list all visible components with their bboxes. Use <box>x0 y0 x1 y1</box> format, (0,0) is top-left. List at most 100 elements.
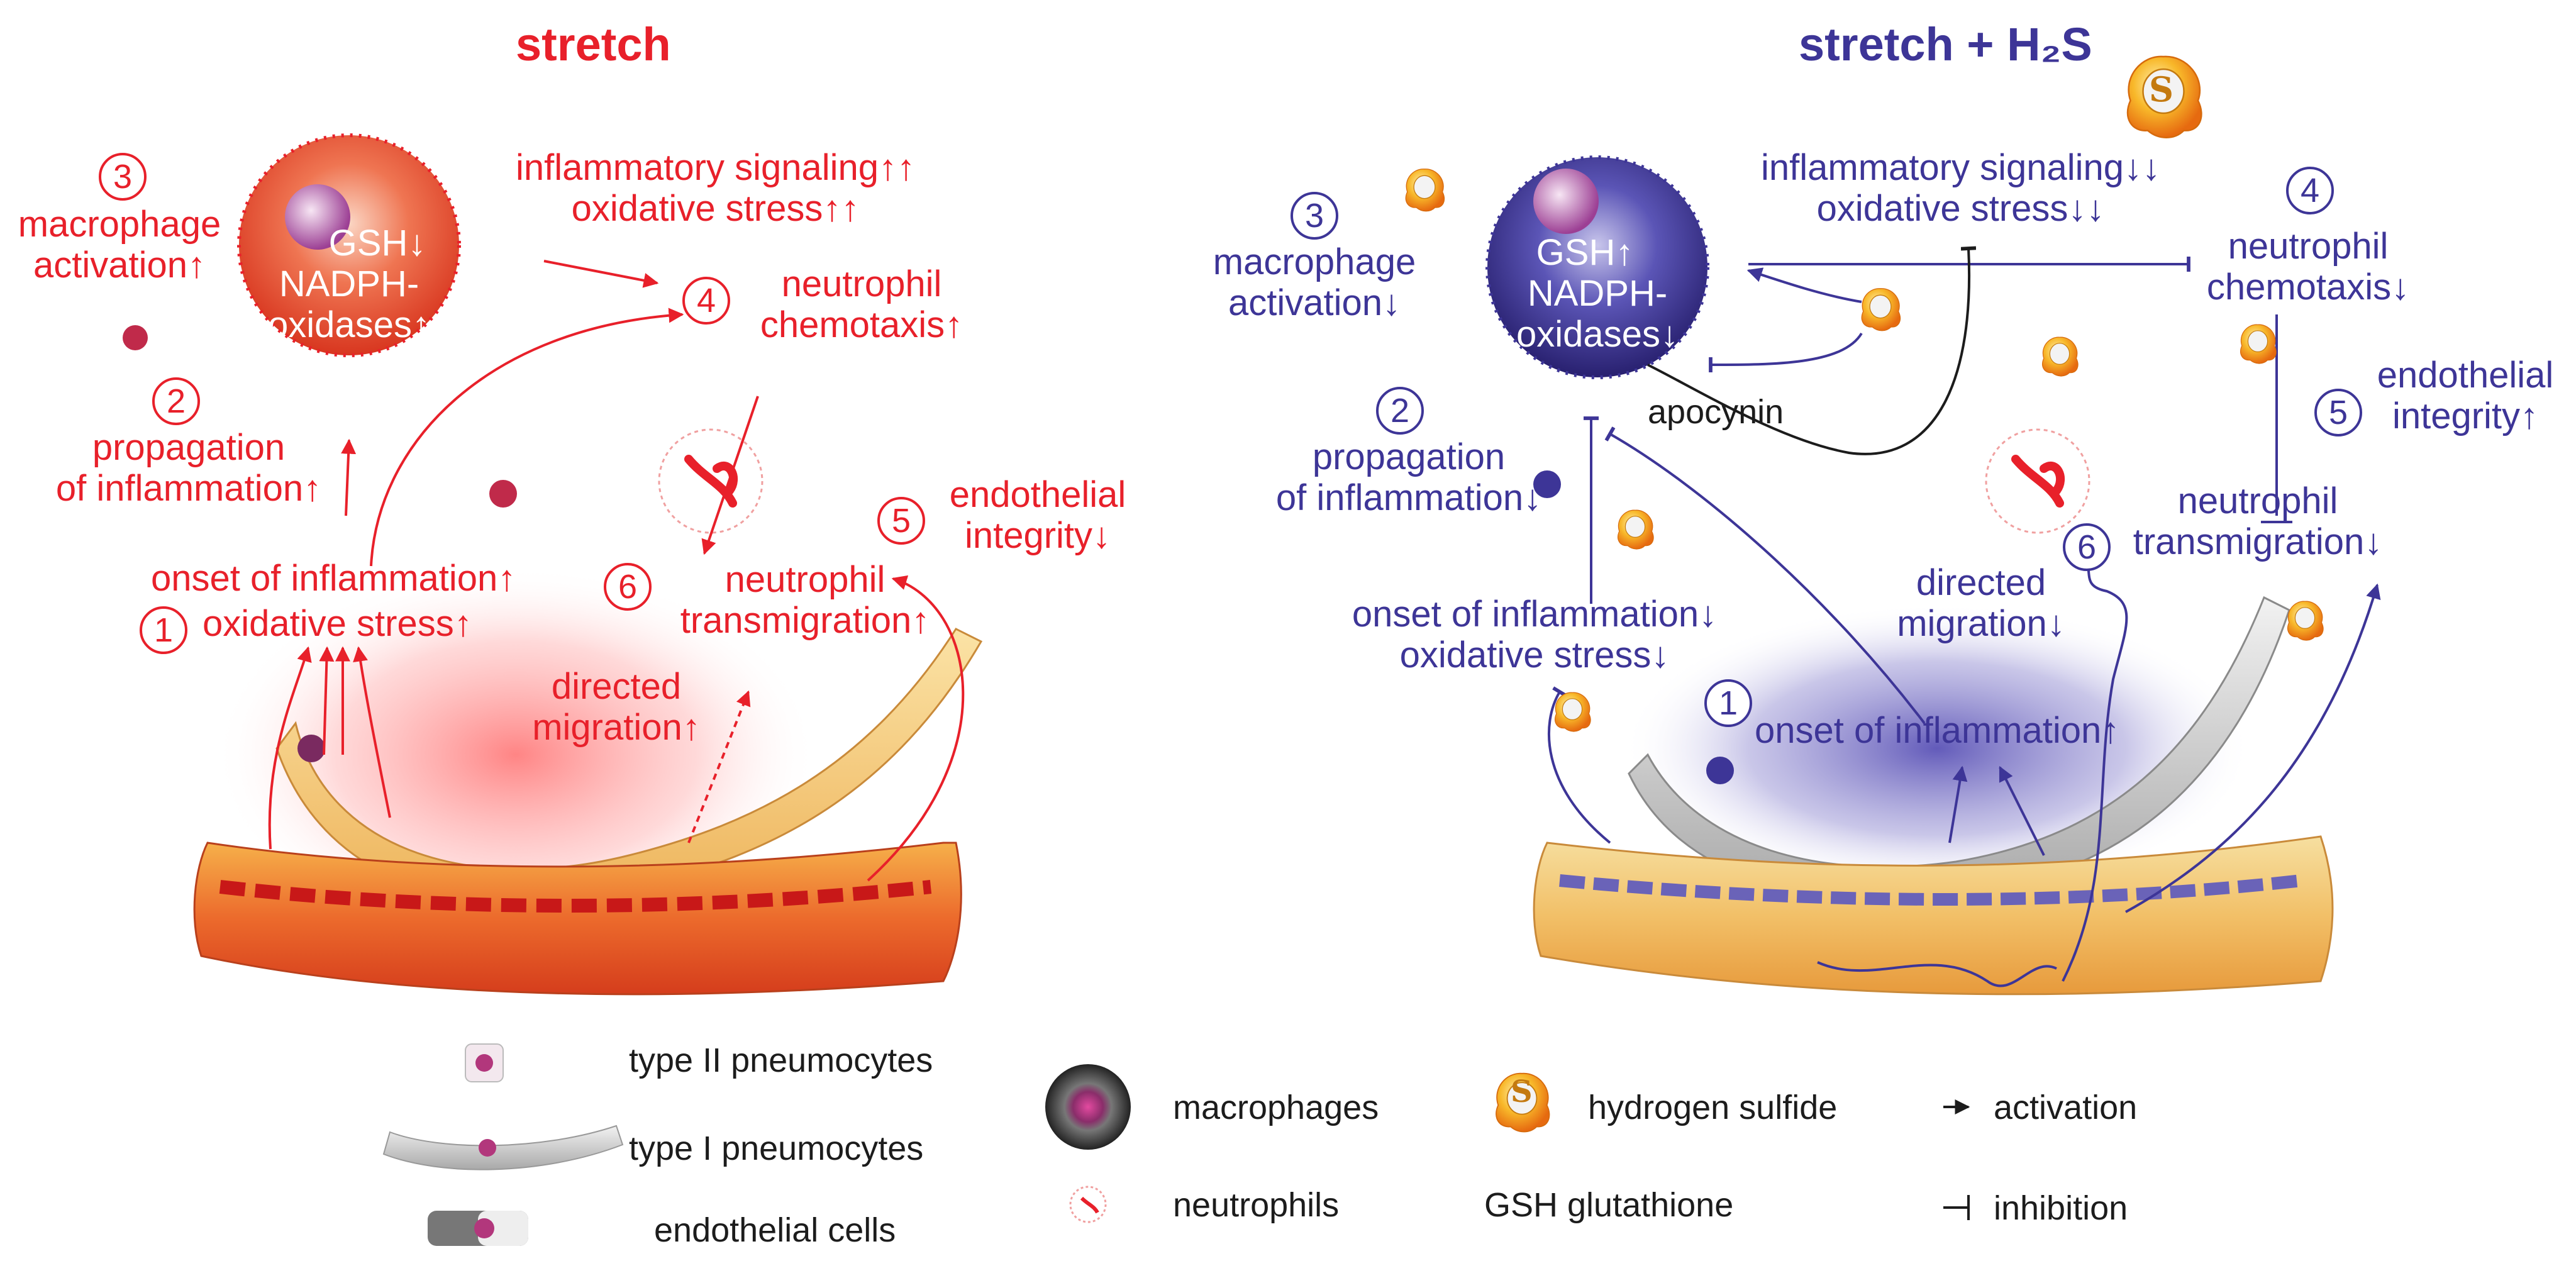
right-oxidative-stress-label: oxidative stress↓ <box>1399 634 1670 675</box>
left-inflammatory-signaling: inflammatory signaling↑↑ <box>516 147 916 188</box>
left-neutrophil-chemo: neutrophil <box>781 264 942 304</box>
left-cell-gsh: GSH↓ <box>328 223 426 264</box>
right-step-4: 4 <box>2286 167 2334 214</box>
legend-h2s-label: hydrogen sulfide <box>1588 1089 1838 1126</box>
legend-gsh-label: GSH glutathione <box>1484 1186 1734 1224</box>
right-directed-arrow-1 <box>1948 765 1968 843</box>
right-hydrogen-sulfide-8 <box>2287 601 2324 641</box>
right-inflammatory-signaling: inflammatory signaling↓↓ <box>1761 147 2161 188</box>
right-apocynin-links <box>1647 246 1977 455</box>
right-propagation-label: propagation <box>1312 436 1506 477</box>
left-oxidative-stress-label: oxidative stress↑ <box>203 603 472 644</box>
right-inflammatory-text: inflammatory signaling↓↓ oxidative stres… <box>1761 147 2161 230</box>
legend-inhibition-symbol <box>1943 1195 1970 1220</box>
left-migration-label: migration↑ <box>532 706 701 748</box>
right-integrity-text: endothelial integrity↑ <box>2365 355 2566 437</box>
legend-endothelial-nucleus <box>474 1218 494 1238</box>
left-propagation-text: propagation of inflammation↑ <box>50 427 327 509</box>
left-cell-nadph: NADPH- <box>279 263 419 304</box>
left-cell-text: GSH↓ NADPH- oxidases↑ <box>245 223 453 346</box>
legend-inhibition-label: inhibition <box>1994 1189 2128 1227</box>
left-neutrophil-trans: neutrophil <box>724 559 886 600</box>
left-transmigration-text: neutrophil transmigration↑ <box>667 559 943 642</box>
left-macrophage-cell <box>237 133 461 357</box>
left-arrow-cell-to-chemotaxis <box>543 260 659 288</box>
left-arrow-propagation-up <box>341 438 357 516</box>
right-neutrophil-nucleus <box>2011 455 2065 508</box>
right-apocynin-label: apocynin <box>1648 393 1784 431</box>
legend-neutrophils-label: neutrophils <box>1173 1186 1340 1224</box>
left-step-5: 5 <box>877 497 925 545</box>
left-step-3: 3 <box>99 153 147 201</box>
left-panel <box>123 133 983 996</box>
left-activation-label: activation↑ <box>33 244 206 286</box>
legend-endothelial-label: endothelial cells <box>654 1211 896 1249</box>
legend-graphics <box>382 1043 1970 1246</box>
left-step-2: 2 <box>152 377 200 425</box>
right-step-2: 2 <box>1376 387 1424 435</box>
left-migrating-cell <box>297 735 325 762</box>
left-directed-text: directed migration↑ <box>522 666 711 748</box>
left-macrophage-label: macrophage <box>18 204 221 245</box>
left-transmigration-label: transmigration↑ <box>680 599 930 641</box>
legend-type2-label: type II pneumocytes <box>629 1042 933 1079</box>
left-cell-oxidases: oxidases↑ <box>268 304 430 345</box>
right-directed-label: directed <box>1916 562 2046 603</box>
right-directed-arrow-2 <box>1999 765 2045 856</box>
right-cell-oxidases: oxidases↓ <box>1516 313 1679 355</box>
right-neutrophil-chemo: neutrophil <box>2228 226 2389 267</box>
legend-type1-label: type I pneumocytes <box>629 1130 924 1167</box>
right-chemotaxis-text: neutrophil chemotaxis↓ <box>2195 226 2421 308</box>
left-chemotaxis-text: neutrophil chemotaxis↑ <box>742 264 981 346</box>
left-arrow-oxstress-4 <box>353 646 391 818</box>
right-endothelial-label: endothelial <box>2377 355 2554 396</box>
right-macrophage-label: macrophage <box>1213 242 1416 282</box>
left-integrity-label: integrity↓ <box>964 514 1111 556</box>
left-arrow-directed-migration <box>687 690 751 843</box>
left-small-macrophage-1 <box>123 325 148 350</box>
right-oxidative-stress-top: oxidative stress↓↓ <box>1816 187 2105 229</box>
right-cell-nadph: NADPH- <box>1527 272 1668 314</box>
left-chemotaxis-label: chemotaxis↑ <box>760 304 963 345</box>
left-inflammatory-text: inflammatory signaling↑↑ oxidative stres… <box>516 147 916 230</box>
right-neutrophil-trans: neutrophil <box>2177 481 2338 521</box>
right-cell-text: GSH↑ NADPH- oxidases↓ <box>1494 232 1701 355</box>
left-arrows <box>268 260 965 882</box>
left-endothelial-label: endothelial <box>949 474 1126 515</box>
right-step-3: 3 <box>1291 192 1338 240</box>
right-hydrogen-sulfide-5 <box>2240 324 2277 364</box>
right-hydrogen-sulfide-6 <box>1618 509 1654 550</box>
right-vessel-squiggle <box>1817 961 2057 987</box>
right-panel <box>1405 55 2381 996</box>
right-integrity-label: integrity↑ <box>2392 395 2539 436</box>
right-step-6: 6 <box>2063 523 2111 571</box>
left-oxidative-stress-top: oxidative stress↑↑ <box>571 187 860 229</box>
left-macrophage-nucleus <box>285 184 350 250</box>
right-s-inhibit-nadph <box>1709 332 1863 373</box>
right-macrophage-nucleus <box>1533 169 1599 234</box>
right-step-5: 5 <box>2314 389 2362 436</box>
left-blood-vessel <box>193 842 962 996</box>
legend-endothelial-icon-light <box>478 1211 528 1246</box>
right-onset-text: onset of inflammation↓ oxidative stress↓ <box>1340 594 1729 676</box>
right-migrating-cell <box>1706 757 1734 784</box>
right-hydrogen-sulfide-3 <box>1861 288 1901 331</box>
legend-macrophage-icon <box>1045 1064 1131 1150</box>
right-transmigration-label: transmigration↓ <box>2133 521 2383 562</box>
left-propagation-label: propagation <box>92 427 286 468</box>
right-migration-label: migration↓ <box>1897 603 2065 644</box>
legend-type1-icon <box>382 1125 624 1170</box>
left-small-macrophage-2 <box>489 480 517 508</box>
right-step-1: 1 <box>1704 679 1752 727</box>
left-of-inflammation-label: of inflammation↑ <box>55 467 322 509</box>
left-arrow-oxstress-2 <box>319 646 335 755</box>
right-inhibit-oxstress <box>1547 686 1611 844</box>
legend-s-letter: S <box>1511 1074 1533 1109</box>
legend-type2-nucleus <box>475 1054 493 1072</box>
right-onset-center-label: onset of inflammation↑ <box>1755 710 2120 751</box>
right-chemotaxis-label: chemotaxis↓ <box>2206 266 2410 308</box>
left-arrow-onset-to-chemotaxis <box>370 308 684 567</box>
right-onset-to-cell <box>1604 426 1926 725</box>
